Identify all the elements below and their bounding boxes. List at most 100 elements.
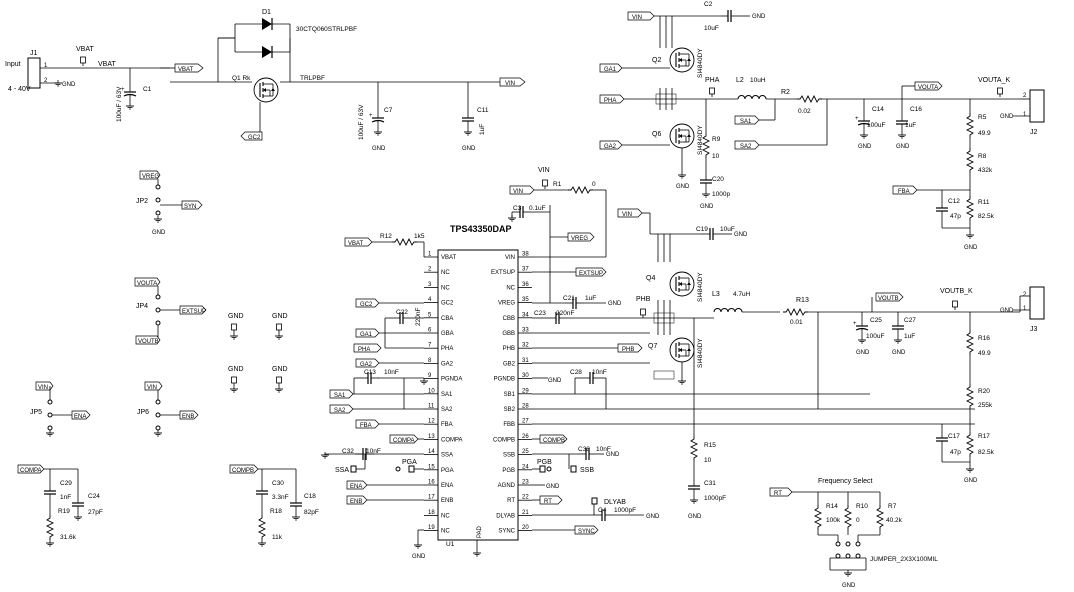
fba-flag-node bbox=[892, 185, 918, 195]
r1-resistor-icon bbox=[567, 186, 594, 194]
ic-left-pin-name: SSA bbox=[441, 453, 453, 459]
ic-left-pins: 1VBAT2NC3NC4GC25CBA6GBA7PHA8GA29PGNDA10S… bbox=[424, 252, 463, 535]
c21-gnd-label: GND bbox=[608, 301, 622, 307]
c25-gnd-label: GND bbox=[856, 350, 870, 356]
c28-value: 10nF bbox=[592, 369, 607, 376]
c7-ref: C7 bbox=[384, 107, 393, 114]
q6-gnd-label: GND bbox=[676, 184, 690, 190]
j3-pin1: 1 bbox=[1023, 306, 1027, 312]
j3-connector bbox=[1029, 286, 1045, 320]
vreg-flag-jp2 bbox=[139, 170, 161, 180]
vreg-flag-jp2-text: VREG bbox=[142, 174, 159, 180]
c16-gnd-label: GND bbox=[896, 144, 910, 150]
ic-right-pin-number: 29 bbox=[522, 388, 529, 394]
ic-u1: TPS43350DAP U1 PAD 1VBAT2NC3NC4GC25CBA6G… bbox=[424, 224, 532, 557]
compb-flag-ic bbox=[539, 434, 568, 444]
ic-left-pin-number: 6 bbox=[428, 328, 432, 334]
voutb-flag-jp4-text: VOUTB bbox=[138, 339, 159, 345]
c25-gnd-icon bbox=[857, 336, 867, 344]
ic-left-pin-name: NC bbox=[441, 285, 450, 291]
voutb-flag-text: VOUTB bbox=[878, 296, 899, 302]
c27-ref: C27 bbox=[904, 317, 916, 324]
j1-ref: J1 bbox=[30, 50, 38, 57]
ic-left-connections: VBAT R12 1k5 GC2 C22 220nF GA1 PHA GA2 C… bbox=[320, 233, 429, 560]
c20-ref: C20 bbox=[712, 176, 724, 183]
r13-value: 0.01 bbox=[790, 319, 803, 326]
c20-gnd-label: GND bbox=[700, 204, 714, 210]
c16-value: 1uF bbox=[905, 122, 916, 129]
r11-gnd-icon bbox=[965, 231, 975, 239]
ic-left-pin-number: 17 bbox=[428, 495, 435, 501]
sync-flag-ic-text: SYNC bbox=[578, 529, 595, 535]
extsup-flag-jp4 bbox=[179, 305, 207, 315]
r5-ref: R5 bbox=[978, 114, 987, 121]
ic-right-pin-name: SB2 bbox=[504, 407, 516, 413]
c38-ref: C38 bbox=[578, 446, 590, 453]
r17-ref: R17 bbox=[978, 433, 990, 440]
r2-value: 0.02 bbox=[798, 108, 811, 115]
ic-left-pin-name: FBA bbox=[441, 422, 453, 428]
ic-right-pin-name: DLYAB bbox=[496, 513, 515, 519]
jp5-group: VIN ENA JP5 bbox=[30, 381, 91, 437]
c11-gnd-label: GND bbox=[462, 146, 476, 152]
input-label: Input bbox=[5, 61, 21, 68]
jumper-label: JUMPER_2X3X100MIL bbox=[870, 556, 938, 563]
ic-right-pin-name: VIN bbox=[505, 255, 515, 261]
c12-capacitor-icon bbox=[935, 199, 949, 220]
c17-ref: C17 bbox=[948, 433, 960, 440]
vin-flag-r1-text: VIN bbox=[513, 189, 523, 195]
ic-left-pin-number: 18 bbox=[428, 510, 435, 516]
c1-value: 100uF / 63V bbox=[116, 86, 123, 122]
extsup-flag-ic-text: EXTSUP bbox=[579, 271, 603, 277]
c25-ref: C25 bbox=[870, 317, 882, 324]
r19-value: 31.6k bbox=[60, 534, 77, 541]
r15-resistor-icon bbox=[690, 435, 698, 462]
jumper-gnd-label: GND bbox=[842, 583, 856, 589]
j1-gnd-icon bbox=[53, 79, 63, 87]
syn-flag-text: SYN bbox=[184, 204, 196, 210]
c3-ref: C3 bbox=[513, 205, 522, 212]
r8-value: 432k bbox=[978, 167, 993, 174]
c28-ref: C28 bbox=[570, 369, 582, 376]
enb-flag-jp6-text: ENB bbox=[182, 414, 194, 420]
ic-left-pin-name: SA2 bbox=[441, 407, 453, 413]
ic-right-pin-number: 27 bbox=[522, 419, 529, 425]
ic-ref: U1 bbox=[446, 541, 455, 548]
gnd-tp1-icon bbox=[231, 323, 237, 334]
r16-resistor-icon bbox=[966, 329, 974, 356]
q7-part: SI4840DY bbox=[697, 338, 704, 368]
c17-capacitor-icon bbox=[935, 429, 949, 450]
c27-capacitor-icon bbox=[891, 317, 905, 338]
j2-pin2: 2 bbox=[1023, 93, 1027, 99]
r14-ref: R14 bbox=[826, 503, 838, 510]
ic-left-pin-name: GBA bbox=[441, 331, 454, 337]
r20-ref: R20 bbox=[978, 388, 990, 395]
gnd-tp3-icon bbox=[231, 376, 237, 387]
c7-gnd-label: GND bbox=[372, 146, 386, 152]
c13-value: 10nF bbox=[384, 369, 399, 376]
ga1-flag-ic bbox=[355, 328, 380, 338]
vouta-flag bbox=[914, 81, 943, 91]
vin-flag-c2 bbox=[627, 11, 655, 21]
ic-left-pin-name: SA1 bbox=[441, 392, 453, 398]
pgb-testpoint-icon bbox=[539, 465, 546, 473]
sa1-flag-node-text: SA1 bbox=[740, 119, 752, 125]
compa-flag-left-text: COMPA bbox=[20, 468, 42, 474]
r10-resistor-icon bbox=[844, 504, 852, 531]
ic-left-pin-number: 12 bbox=[428, 419, 435, 425]
pha-flag-ic-text: PHA bbox=[358, 347, 370, 353]
r10-value: 0 bbox=[856, 517, 860, 524]
d1-part: 30CTQ060STRLPBF bbox=[296, 26, 357, 33]
j2-pin1: 1 bbox=[1023, 112, 1027, 118]
phb-testpoint-icon bbox=[640, 308, 646, 319]
ic-right-pin-name: VREG bbox=[498, 301, 515, 307]
r12-value: 1k5 bbox=[414, 233, 425, 240]
compb-flag-left bbox=[229, 464, 259, 474]
ic-left-pin-name: COMPA bbox=[441, 437, 463, 443]
ic-left-pin-number: 7 bbox=[428, 343, 432, 349]
ic-left-pin-number: 5 bbox=[428, 312, 432, 318]
extsup-flag-ic bbox=[575, 267, 607, 277]
gnd-tp3-gnd-icon bbox=[229, 385, 239, 393]
q1-overlay-ref: Q1 Rk bbox=[232, 75, 251, 82]
c14-gnd-icon bbox=[859, 131, 869, 139]
